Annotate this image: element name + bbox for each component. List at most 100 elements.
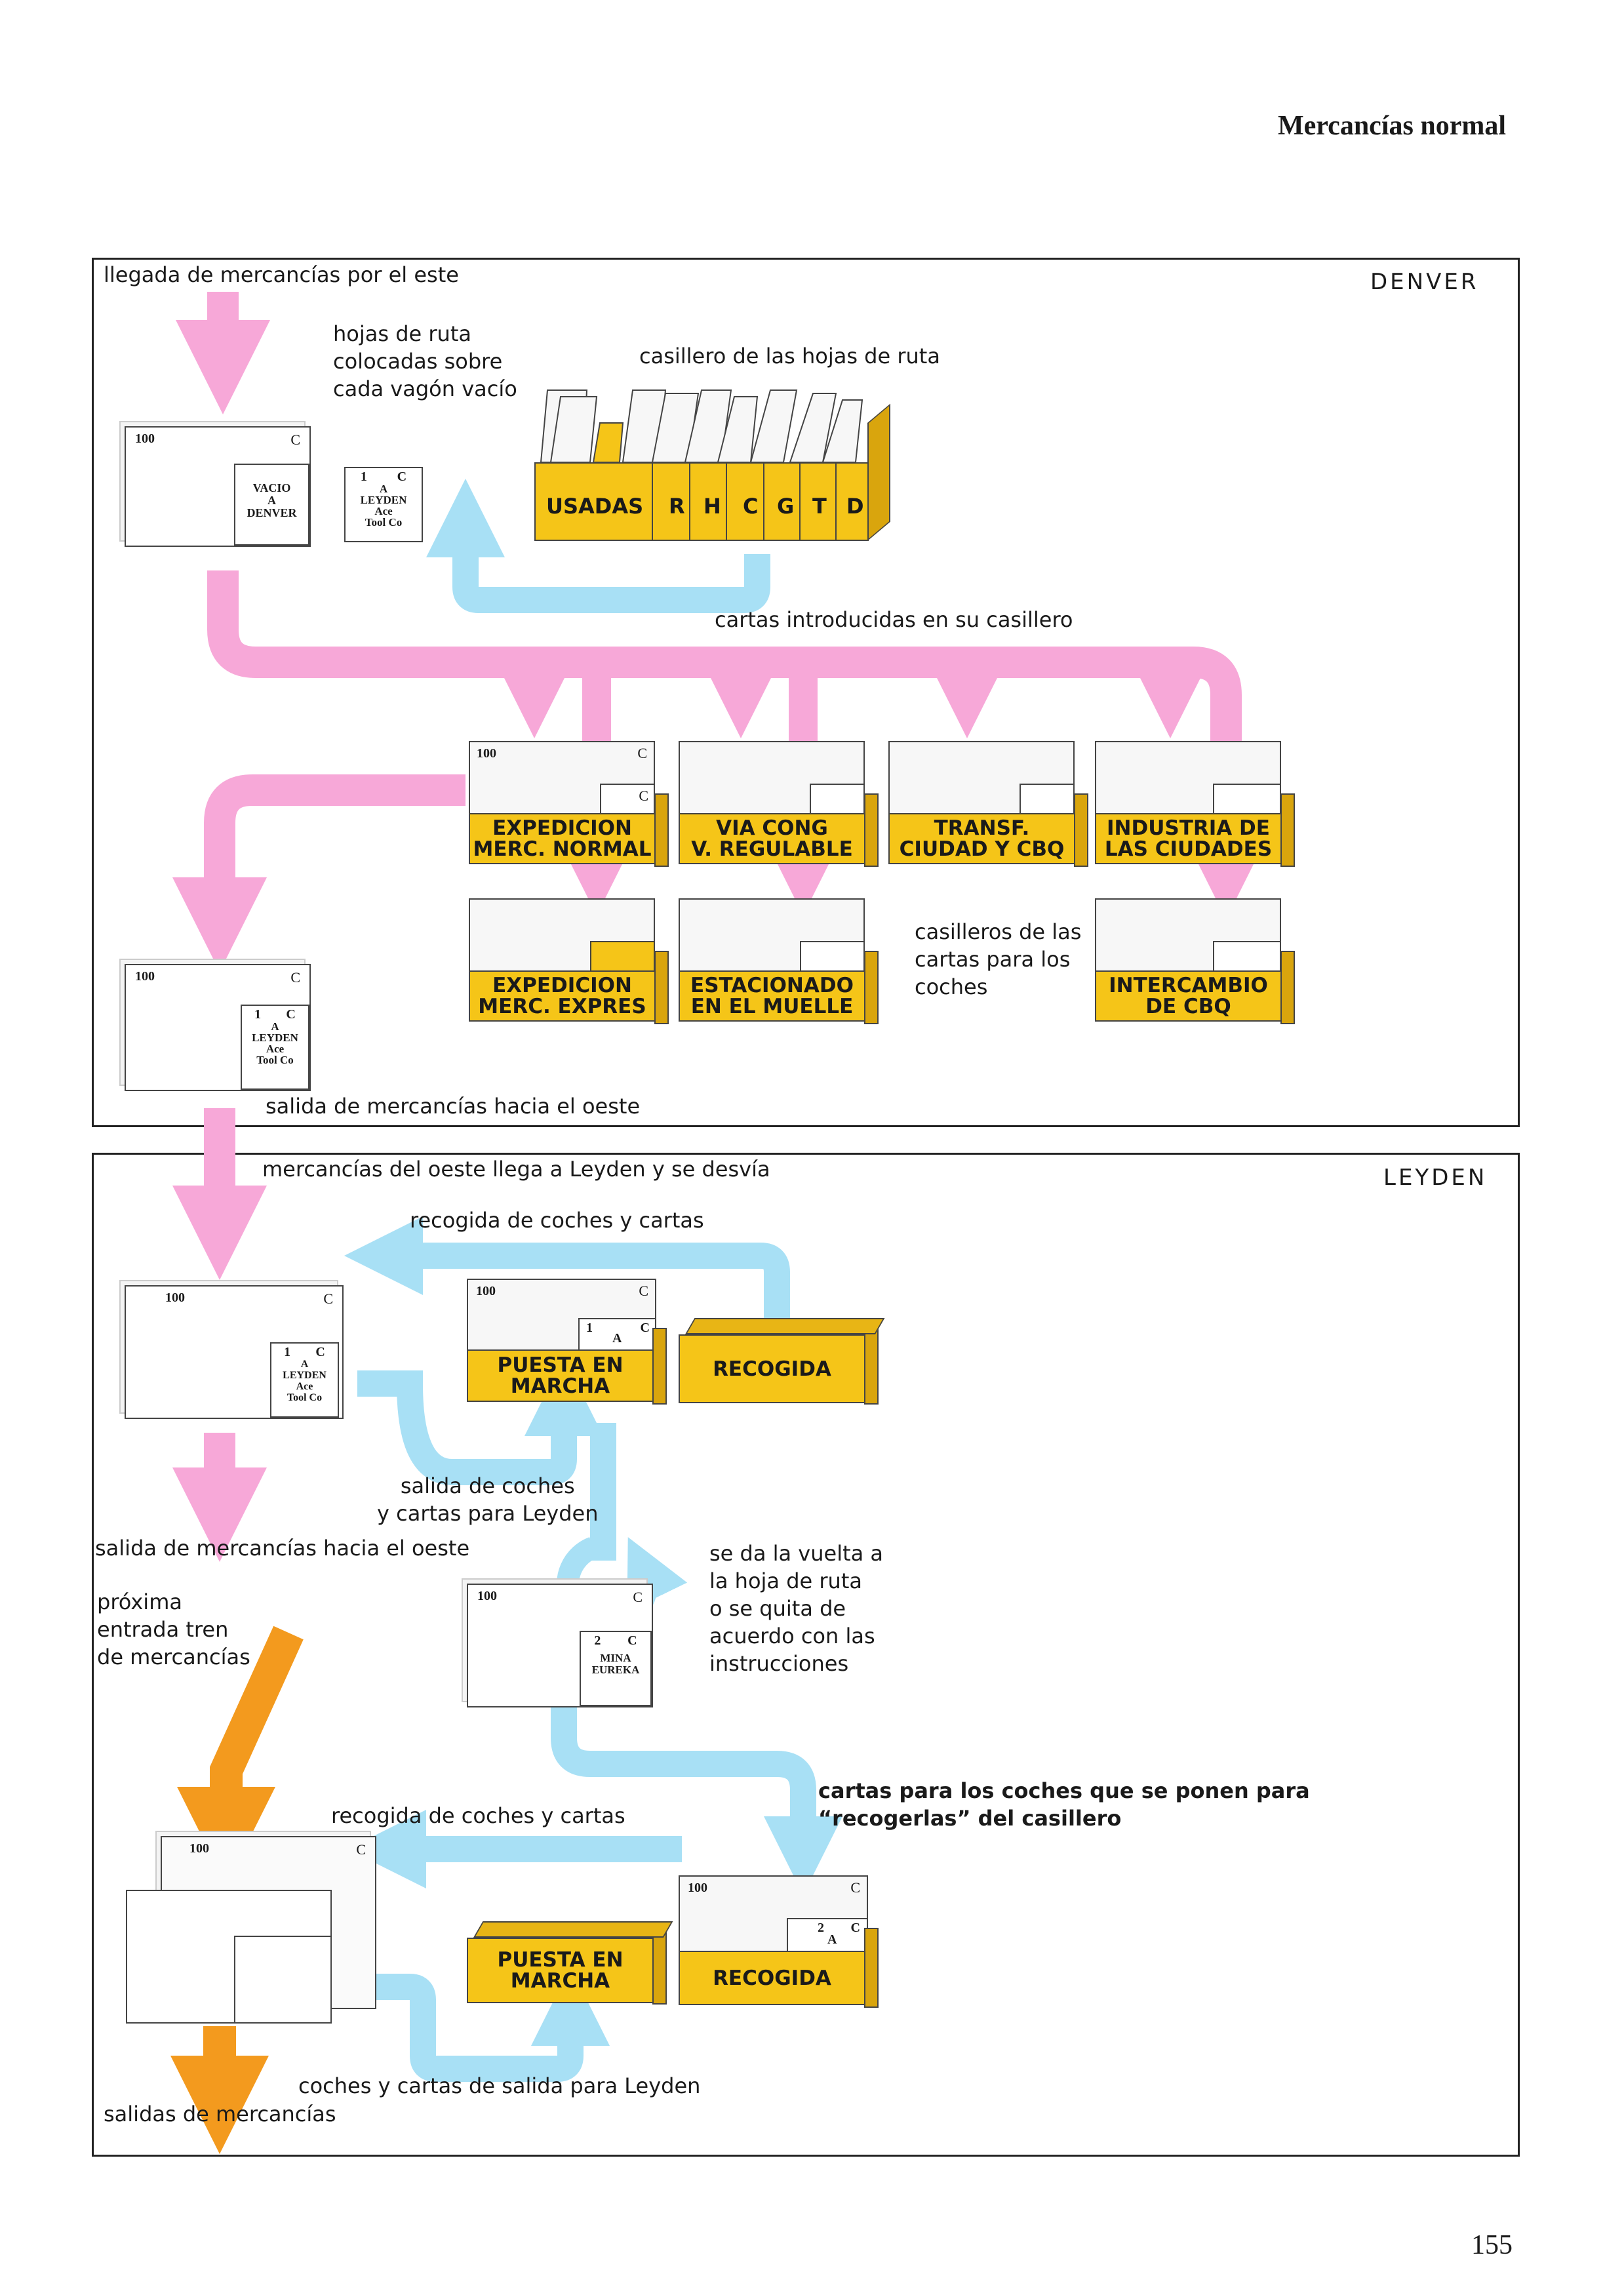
to-recogida-arrow	[551, 1705, 842, 1895]
bin-label-puesta-2: PUESTA EN MARCHA	[467, 1938, 654, 2003]
turn-waybill: 2 C MINA EUREKA	[580, 1631, 652, 1706]
bins-label: casilleros de las cartas para los coches	[915, 919, 1082, 999]
rack-return-arrow	[426, 479, 770, 613]
turn-label: se da la vuelta a la hoja de ruta o se q…	[709, 1541, 884, 1676]
setout-top-arrow	[357, 1357, 603, 1485]
card-class: C	[290, 969, 300, 986]
leyden-city-label: LEYDEN	[1383, 1165, 1488, 1191]
empty-waybill: VACIO A DENVER	[234, 464, 309, 546]
leyden-bin-recogida[interactable]: RECOGIDA	[679, 1318, 885, 1405]
next-train-label: próxima entrada tren de mercancías	[97, 1589, 250, 1669]
cards-into-bins-label: cartas introducidas en su casillero	[715, 607, 1073, 632]
card-number: 100	[189, 1841, 209, 1856]
leyden-bin-recogida-2[interactable]: 100 C 2 A C RECOGIDA	[679, 1875, 879, 2008]
leyden-bin-puesta-2[interactable]: PUESTA EN MARCHA	[467, 1921, 673, 2006]
bin-card-tab-class: C	[639, 788, 648, 804]
tab-car-class: C	[640, 1321, 650, 1335]
outgoing-label: coches y cartas de salida para Leyden	[298, 2073, 701, 2098]
next-train-arrow	[177, 1626, 304, 1885]
bin-via-cong[interactable]: VIA CONG V. REGULABLE	[679, 741, 879, 867]
card-class: C	[356, 1841, 366, 1858]
bin-expedicion-normal[interactable]: 100 C C EXPEDICION MERC. NORMAL	[469, 741, 669, 867]
turn-card: 100 C 2 C MINA EUREKA	[467, 1584, 653, 1707]
rack-front	[534, 462, 869, 541]
denver-departure-label: salida de mercancías hacia el oeste	[266, 1094, 641, 1119]
waybill-car-number: 1	[284, 1345, 291, 1359]
rack-section-r[interactable]: R	[669, 494, 685, 519]
tab-car-class: C	[850, 1921, 860, 1935]
bin-card-number: 100	[688, 1881, 707, 1895]
rack-section-t[interactable]: T	[812, 494, 827, 519]
bin-card-class: C	[637, 745, 647, 761]
tab-mid: A	[827, 1932, 837, 1947]
setout-bottom-arrow	[367, 1967, 610, 2082]
rack-section-g[interactable]: G	[777, 494, 795, 519]
card-number: 100	[135, 431, 155, 446]
card-class: C	[290, 431, 300, 448]
bin-card-number: 100	[476, 1284, 496, 1298]
waybill-destination: A LEYDEN Ace Tool Co	[252, 1020, 298, 1066]
bin-label-industria: INDUSTRIA DE LAS CIUDADES	[1095, 813, 1282, 864]
bottom-train-card: 100 C	[126, 1836, 376, 2024]
cars-out-label: salida de coches y cartas para Leyden	[377, 1473, 599, 1526]
pickup-cards-label: cartas para los coches que se ponen para…	[818, 1778, 1310, 1831]
bin-label-recogida-2: RECOGIDA	[679, 1951, 865, 2005]
tab-mid: A	[612, 1331, 622, 1346]
bin-label-expedicion-normal: EXPEDICION MERC. NORMAL	[469, 813, 656, 864]
page-title: Mercancías normal	[1278, 111, 1506, 141]
bin-card-number: 100	[477, 746, 496, 761]
denver-arrival-label: llegada de mercancías por el este	[104, 262, 459, 287]
pickup-label-bottom: recogida de coches y cartas	[331, 1803, 625, 1828]
pickup-label-top: recogida de coches y cartas	[410, 1208, 704, 1233]
bin-estacionado[interactable]: ESTACIONADO EN EL MUELLE	[679, 898, 879, 1024]
bin-label-via-cong: VIA CONG V. REGULABLE	[679, 813, 865, 864]
card-number: 100	[135, 969, 155, 984]
waybill-car-class: C	[397, 469, 407, 484]
card-number: 100	[165, 1290, 185, 1305]
waybill-note: hojas de ruta colocadas sobre cada vagón…	[333, 321, 517, 401]
bin-label-estacionado: ESTACIONADO EN EL MUELLE	[679, 970, 865, 1022]
outgoing-arrow	[172, 774, 465, 972]
card-class: C	[323, 1290, 333, 1307]
bin-transf-ciudad[interactable]: TRANSF. CIUDAD Y CBQ	[888, 741, 1088, 867]
card-class: C	[633, 1589, 643, 1605]
leyden-train-card: 100 C 1 C A LEYDEN Ace Tool Co	[125, 1285, 344, 1419]
waybill-destination: A LEYDEN Ace Tool Co	[360, 483, 407, 529]
rack-section-c[interactable]: C	[743, 494, 759, 519]
rack-side	[867, 403, 890, 541]
leyden-bin-puesta[interactable]: 100 C 1 A C PUESTA EN MARCHA	[467, 1279, 667, 1405]
leyden-departure-label: salida de mercancías hacia el oeste	[95, 1536, 470, 1561]
bin-label-expedicion-expres: EXPEDICION MERC. EXPRES	[469, 970, 656, 1022]
exits-label: salidas de mercancías	[104, 2102, 336, 2126]
waybill-car-number: 2	[594, 1633, 601, 1648]
waybill-car-number: 1	[360, 469, 367, 484]
train-waybill: 1 C A LEYDEN Ace Tool Co	[270, 1342, 339, 1418]
denver-city-label: DENVER	[1370, 269, 1479, 295]
bin-label-recogida: RECOGIDA	[679, 1334, 865, 1403]
rack-section-d[interactable]: D	[846, 494, 864, 519]
waybill-car-class: C	[315, 1345, 325, 1359]
bin-intercambio[interactable]: INTERCAMBIO DE CBQ	[1095, 898, 1295, 1024]
card-number: 100	[477, 1589, 497, 1603]
waybill-car-class: C	[627, 1633, 637, 1648]
pickup-top-arrow	[344, 1216, 790, 1318]
waybill-rack: USADAS R H C G T D	[534, 377, 892, 544]
rack-section-usadas[interactable]: USADAS	[546, 494, 644, 519]
bin-expedicion-expres[interactable]: EXPEDICION MERC. EXPRES	[469, 898, 669, 1024]
page-number: 155	[1471, 2230, 1513, 2260]
waybill-destination: A LEYDEN Ace Tool Co	[283, 1359, 327, 1403]
empty-car-card: 100 C VACIO A DENVER	[125, 426, 311, 547]
rack-label: casillero de las hojas de ruta	[639, 344, 940, 369]
waybill-destination: MINA EUREKA	[591, 1652, 640, 1676]
tab-car-number: 2	[818, 1921, 824, 1935]
waybill-car-class: C	[286, 1007, 296, 1022]
outgoing-waybill: 1 C A LEYDEN Ace Tool Co	[241, 1005, 309, 1090]
bin-industria[interactable]: INDUSTRIA DE LAS CIUDADES	[1095, 741, 1295, 867]
rack-cards-graphic	[540, 389, 863, 462]
rack-dividers	[652, 462, 837, 541]
leyden-arrival-label: mercancías del oeste llega a Leyden y se…	[262, 1157, 770, 1182]
bin-card-class: C	[850, 1879, 860, 1896]
waybill-car-number: 1	[254, 1007, 262, 1022]
loose-car-card: 1 C A LEYDEN Ace Tool Co	[344, 467, 423, 542]
rack-section-h[interactable]: H	[703, 494, 721, 519]
